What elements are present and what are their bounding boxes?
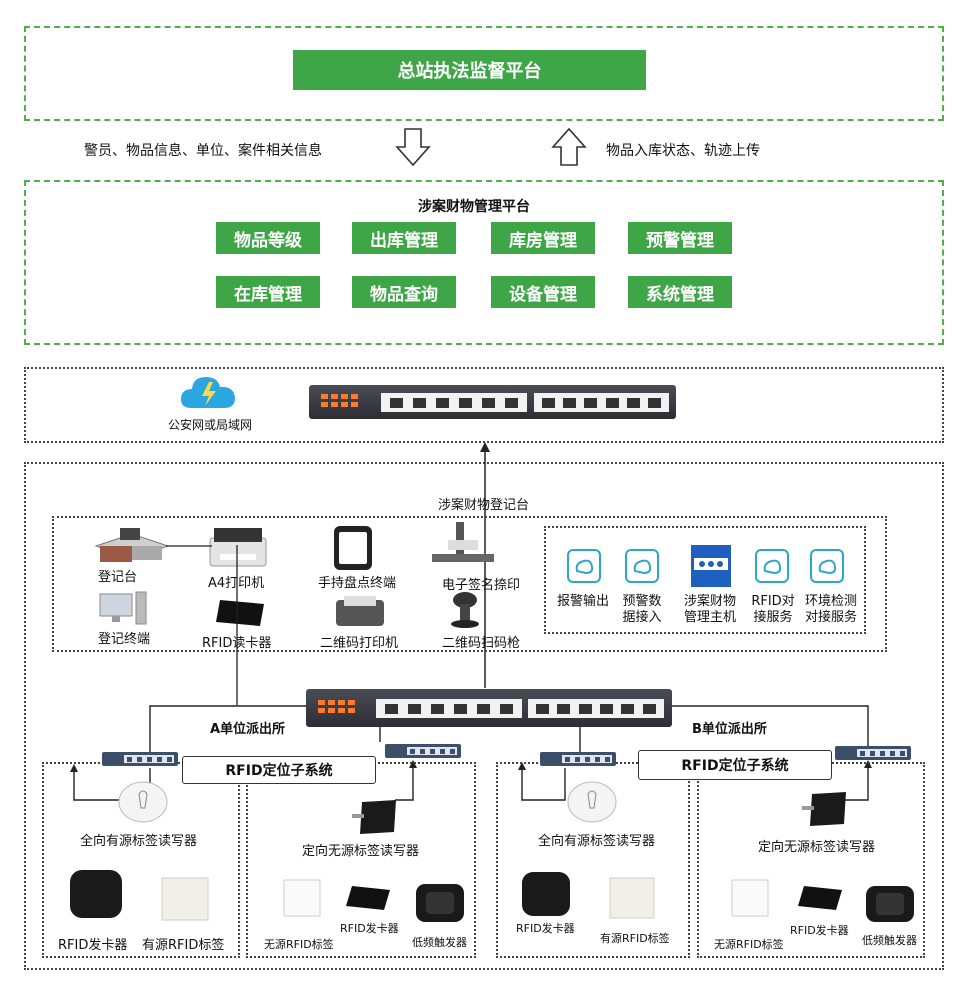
rfid-issuer-icon [798,886,842,910]
handheld-terminal-icon [334,526,372,570]
unit-a-omni-reader-label: 全向有源标签读写器 [80,834,198,849]
device-label-a4-printer: A4打印机 [208,576,265,591]
service-label-warning: 预警数 据接入 [622,594,662,625]
unit-b-right-mini-switch [835,746,911,760]
qr-printer-icon [336,596,384,626]
unit-b-label: B单位派出所 [692,722,767,737]
station-outer-frame [24,462,944,970]
upflow-text: 物品入库状态、轨迹上传 [606,143,760,159]
device-label-terminal: 登记终端 [98,632,151,647]
device-label-qr-printer: 二维码打印机 [320,636,399,651]
unit-a-rfid-subsystem: RFID定位子系统 [182,756,376,784]
unit-b-passive-tag-label: 无源RFID标签 [714,938,784,951]
unit-a-right-issuer-label: RFID发卡器 [340,922,399,935]
unit-a-passive-tag-label: 无源RFID标签 [264,938,334,951]
device-label-handheld: 手持盘点终端 [318,576,397,591]
omni-reader-icon [567,781,617,823]
passive-tag-icon [731,879,769,917]
device-label-qr-scanner: 二维码扫码枪 [442,636,521,651]
down-arrow-icon [395,128,431,167]
omni-reader-icon [118,781,168,823]
warning-data-icon [625,549,659,583]
core-switch [309,385,676,419]
mgmt-platform-frame [24,180,944,345]
services-frame [544,526,866,634]
module-button[interactable]: 物品等级 [216,222,320,254]
top-platform-frame [24,26,944,121]
rfid-issuer-icon [70,870,122,918]
unit-a-label: A单位派出所 [210,722,286,737]
lf-trigger-icon [866,886,914,922]
management-host-icon [691,545,731,587]
module-button[interactable]: 预警管理 [628,222,732,254]
active-tag-icon [161,877,209,921]
unit-a-left-mini-switch [102,752,178,766]
rfid-reader-uplink [236,545,238,705]
unit-b-right-issuer-label: RFID发卡器 [790,924,849,937]
top-platform-title[interactable]: 总站执法监督平台 [293,50,646,90]
directional-reader-icon [802,792,846,826]
module-button[interactable]: 出库管理 [352,222,456,254]
register-station-frame [52,516,887,652]
a4-printer-icon [209,528,267,567]
cloud-icon [180,377,235,408]
unit-b-omni-reader-label: 全向有源标签读写器 [538,834,656,849]
up-arrow-icon [551,127,587,166]
unit-a-right-mini-switch [385,744,461,758]
env-monitor-icon [810,549,844,583]
distribution-switch [306,689,672,727]
device-label-dengjitai: 登记台 [98,570,138,585]
directional-reader-icon [352,800,396,834]
unit-a-active-tag-label: 有源RFID标签 [142,938,225,953]
service-label-env: 环境检测 对接服务 [804,594,857,625]
module-button[interactable]: 设备管理 [491,276,595,308]
rfid-reader-icon [216,600,264,626]
terminal-computer-icon [99,591,147,625]
service-label-alarm: 报警输出 [556,594,609,609]
cloud-label: 公安网或局域网 [168,418,253,432]
rfid-issuer-icon [522,872,570,916]
unit-b-trigger-label: 低频触发器 [862,934,917,947]
unit-b-issuer-label: RFID发卡器 [516,922,575,935]
rfid-service-icon [755,549,789,583]
active-tag-icon [609,877,655,919]
register-station-title: 涉案财物登记台 [438,498,530,513]
uplink-arrow [480,442,490,688]
mgmt-platform-title: 涉案财物管理平台 [418,199,530,215]
desk-to-printer-link [166,545,212,547]
lf-trigger-icon [416,884,464,922]
service-label-host: 涉案财物 管理主机 [683,594,736,625]
registration-desk-icon [94,528,170,562]
passive-tag-icon [283,879,321,917]
unit-b-rfid-subsystem: RFID定位子系统 [638,750,832,780]
unit-a-directional-reader-label: 定向无源标签读写器 [302,844,420,859]
unit-b-active-tag-label: 有源RFID标签 [600,932,670,945]
unit-a-trigger-label: 低频触发器 [412,936,467,949]
downflow-text: 警员、物品信息、单位、案件相关信息 [84,143,322,159]
unit-b-left-mini-switch [540,752,616,766]
module-button[interactable]: 系统管理 [628,276,732,308]
service-label-rfid: RFID对 接服务 [751,594,795,625]
module-button[interactable]: 在库管理 [216,276,320,308]
module-button[interactable]: 物品查询 [352,276,456,308]
device-label-esign: 电子签名捺印 [442,578,521,593]
rfid-issuer-icon [346,886,390,910]
qr-scanner-icon [451,592,479,628]
module-button[interactable]: 库房管理 [491,222,595,254]
esign-device-icon [432,522,494,562]
network-frame [24,367,944,443]
alarm-output-icon [567,549,601,583]
unit-b-directional-reader-label: 定向无源标签读写器 [758,840,876,855]
unit-a-issuer-label: RFID发卡器 [58,938,128,953]
